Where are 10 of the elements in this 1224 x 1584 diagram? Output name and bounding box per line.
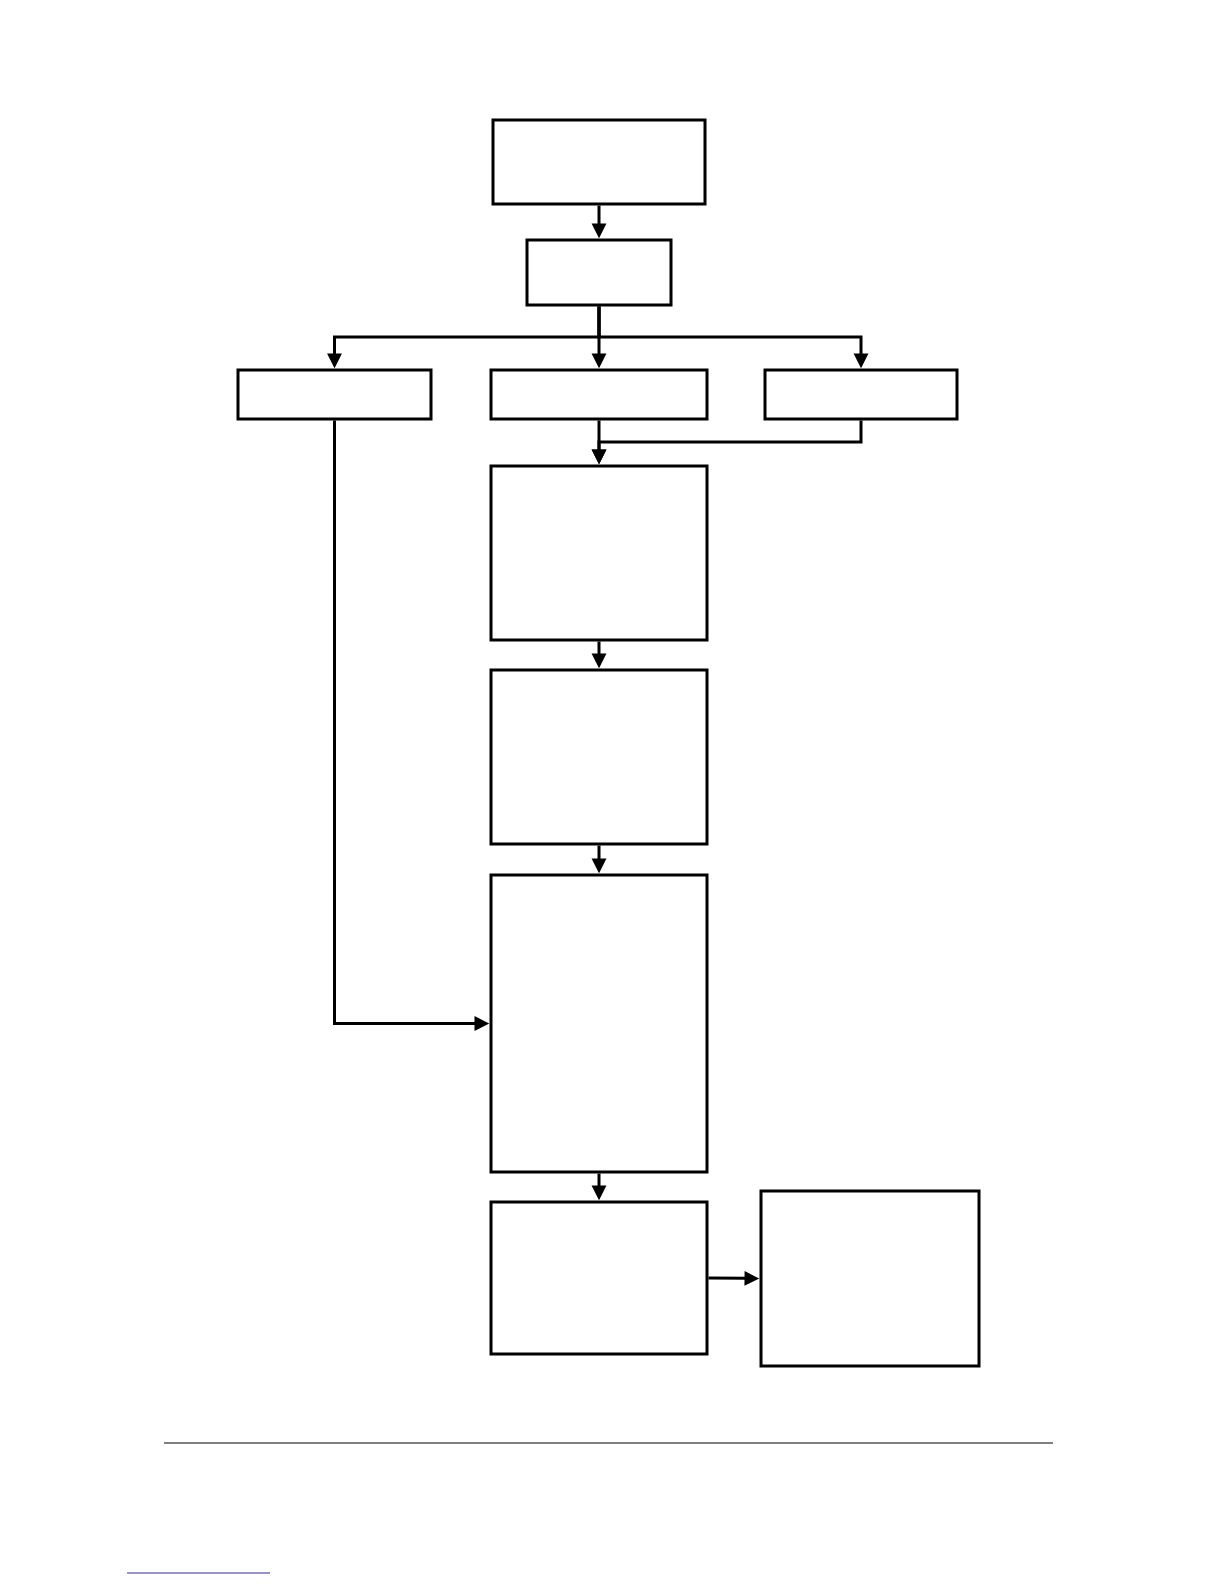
process-box xyxy=(489,464,709,642)
process-box xyxy=(525,238,673,307)
process-box xyxy=(489,368,709,421)
process-box xyxy=(759,1189,981,1368)
process-box xyxy=(489,873,709,1174)
process-box xyxy=(489,668,709,846)
process-box xyxy=(236,368,433,421)
process-box xyxy=(489,1200,709,1356)
process-box xyxy=(491,118,707,206)
process-box xyxy=(763,368,959,421)
